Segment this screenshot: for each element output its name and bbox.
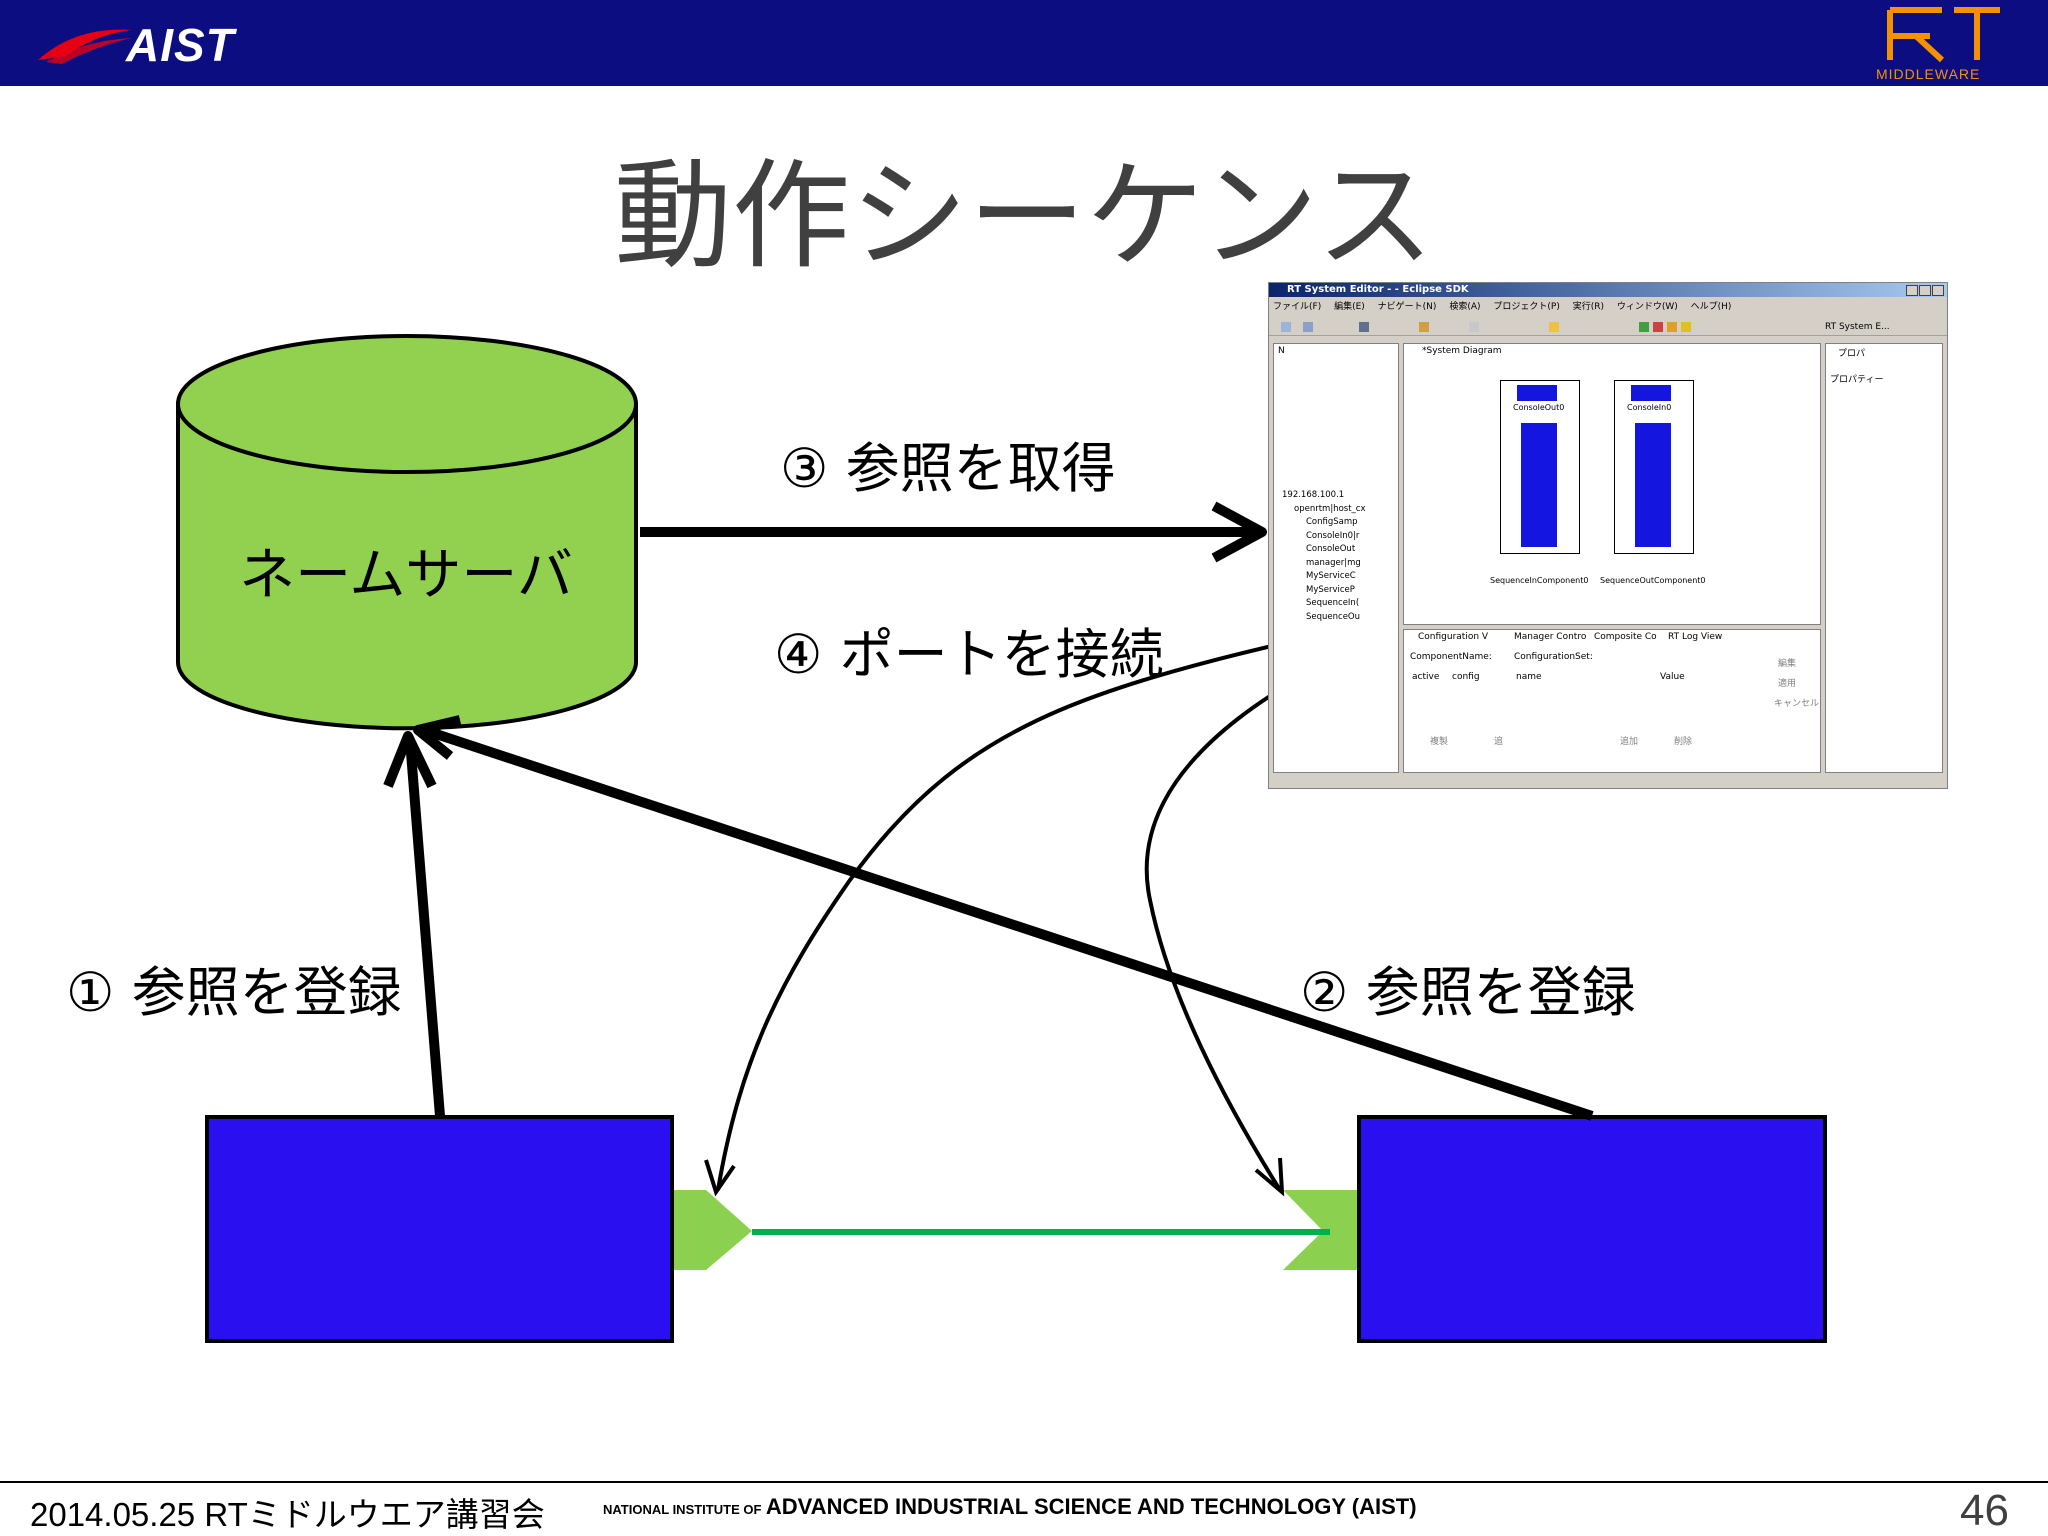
menu-navigate[interactable]: ナビゲート(N) [1377,302,1437,312]
rt-middleware-logo: MIDDLEWARE [1870,2,2020,84]
tab-composite[interactable]: Composite Co [1594,632,1657,642]
arrow-register-1 [383,731,445,1117]
add-set-button[interactable]: 追 [1494,737,1504,747]
tab-manager-control[interactable]: Manager Contro [1514,632,1587,642]
col-value: Value [1660,672,1685,682]
comp2-top-label: ConsoleIn0 [1627,403,1672,412]
system-diagram-panel: *System Diagram ConsoleOut0 ConsoleIn0 S… [1403,343,1821,625]
configuration-view: Configuration V Manager Contro Composite… [1403,629,1821,773]
rtc-component-1[interactable]: ConsoleOut0 [1500,380,1580,554]
step4-label: ④ ポートを接続 [774,623,1164,686]
arrow-register-2 [413,715,1594,1121]
menu-search[interactable]: 検索(A) [1449,302,1481,312]
aist-logo-text: AIST [126,19,235,71]
tree-item[interactable]: 192.168.100.1 [1282,490,1345,500]
inport-right [1283,1190,1357,1270]
eclipse-title-bar: RT System Editor - - Eclipse SDK [1269,283,1947,297]
tree-item[interactable]: SequenceIn( [1306,598,1360,608]
menu-help[interactable]: ヘルプ(H) [1690,302,1732,312]
window-buttons[interactable] [1905,285,1944,301]
tree-item[interactable]: manager|mg [1306,557,1361,568]
tree-item[interactable]: ConsoleIn0|r [1306,530,1360,541]
rtc-component-2[interactable]: ConsoleIn0 [1614,380,1694,554]
tab-rt-log-view[interactable]: RT Log View [1668,632,1723,642]
properties-panel: プロパ プロパティー [1825,343,1943,773]
name-server-label: ネームサーバ [239,543,573,608]
menu-window[interactable]: ウィンドウ(W) [1616,302,1678,312]
footer-divider [0,1481,2048,1483]
tree-item[interactable]: ConfigSamp [1306,517,1358,527]
tree-item[interactable]: MyServiceC [1306,571,1356,581]
menu-file[interactable]: ファイル(F) [1273,302,1322,312]
tree-item[interactable]: ConsoleOut [1306,544,1356,554]
aist-swoosh-icon [38,29,132,64]
col-name: name [1516,672,1542,682]
step1-label: ① 参照を登録 [66,961,402,1024]
properties-tab[interactable]: プロパ [1838,349,1866,359]
navigator-tab[interactable]: N [1278,346,1285,356]
header-bar: AIST MIDDLEWARE [0,0,2048,86]
outport-left [674,1190,752,1270]
eclipse-toolbar: RT System E... [1269,319,1947,336]
name-server-cylinder [176,334,638,731]
config-set-label: ConfigurationSet: [1514,652,1593,662]
add-button[interactable]: 追加 [1620,737,1639,747]
rt-logo-icon [1887,7,2000,63]
menu-edit[interactable]: 編集(E) [1334,302,1365,312]
comp2-bottom-label: SequenceOutComponent0 [1600,576,1706,585]
footer-institute-big: ADVANCED INDUSTRIAL SCIENCE AND TECHNOLO… [765,1494,1417,1519]
footer-institute: NATIONAL INSTITUTE OF ADVANCED INDUSTRIA… [603,1494,1417,1520]
footer-date-event: 2014.05.25 RTミドルウエア講習会 [30,1496,545,1533]
rt-logo-text: MIDDLEWARE [1876,66,1981,82]
menu-project[interactable]: プロジェクト(P) [1493,302,1560,312]
col-config: config [1452,672,1480,682]
step3-label: ③ 参照を取得 [780,437,1116,500]
tree-item[interactable]: SequenceOu [1306,611,1361,622]
tree-item[interactable]: openrtm|host_cx [1294,503,1366,514]
toolbar-icons[interactable] [1269,319,1709,335]
tree-item[interactable]: MyServiceP [1306,584,1355,595]
comp1-bottom-label: SequenceInComponent0 [1490,576,1589,585]
apply-button[interactable]: 適用 [1778,679,1797,689]
component-right [1357,1115,1827,1343]
component-left [205,1115,674,1343]
page-number: 46 [1960,1486,2009,1535]
eclipse-menu-bar: ファイル(F) 編集(E) ナビゲート(N) 検索(A) プロジェクト(P) 実… [1273,299,1741,312]
tab-configuration-view[interactable]: Configuration V [1418,632,1489,642]
footer-institute-small: NATIONAL INSTITUTE OF [603,1502,762,1517]
arrow-get-reference [640,501,1267,563]
perspective-button[interactable]: RT System E... [1825,322,1890,332]
rt-system-editor-screenshot: RT System Editor - - Eclipse SDK ファイル(F)… [1268,282,1948,789]
component-name-label: ComponentName: [1410,652,1492,662]
delete-button[interactable]: 削除 [1674,737,1693,747]
col-active: active [1412,672,1440,682]
aist-logo: AIST [36,16,266,72]
system-diagram-tab[interactable]: *System Diagram [1422,346,1502,356]
step2-label: ② 参照を登録 [1300,961,1636,1024]
menu-run[interactable]: 実行(R) [1572,302,1604,312]
page-title: 動作シーケンス [613,147,1435,285]
name-service-tree: 192.168.100.1 openrtm|host_cx ConfigSamp… [1282,489,1366,624]
cancel-button[interactable]: キャンセル [1774,699,1820,709]
navigator-panel: N 192.168.100.1 openrtm|host_cx ConfigSa… [1273,343,1399,773]
eclipse-window-title: RT System Editor - - Eclipse SDK [1287,284,1469,295]
comp1-top-label: ConsoleOut0 [1513,403,1565,412]
copy-button[interactable]: 複製 [1430,737,1449,747]
edit-button[interactable]: 編集 [1778,659,1797,669]
properties-header: プロパティー [1830,375,1884,385]
